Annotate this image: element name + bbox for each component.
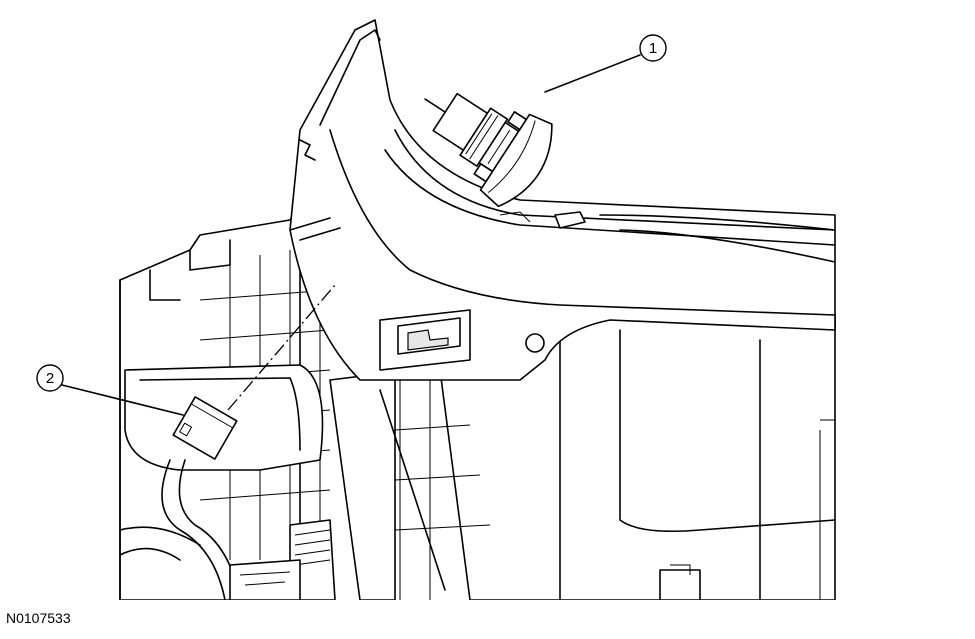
vent-frame	[329, 339, 561, 600]
callout-1-label: 1	[649, 40, 657, 57]
callout-2: 2	[36, 364, 184, 416]
callout-1: 1	[544, 34, 667, 93]
figure-id: N0107533	[6, 610, 71, 626]
instrument-bezel	[119, 204, 336, 600]
alignment-line	[227, 284, 336, 411]
callout-2-label: 2	[46, 370, 54, 387]
switch-component-1	[424, 92, 553, 208]
center-console-trim-panel	[289, 19, 836, 381]
exploded-view-illustration: 1 2	[36, 19, 836, 600]
connector-component-2	[172, 396, 238, 460]
